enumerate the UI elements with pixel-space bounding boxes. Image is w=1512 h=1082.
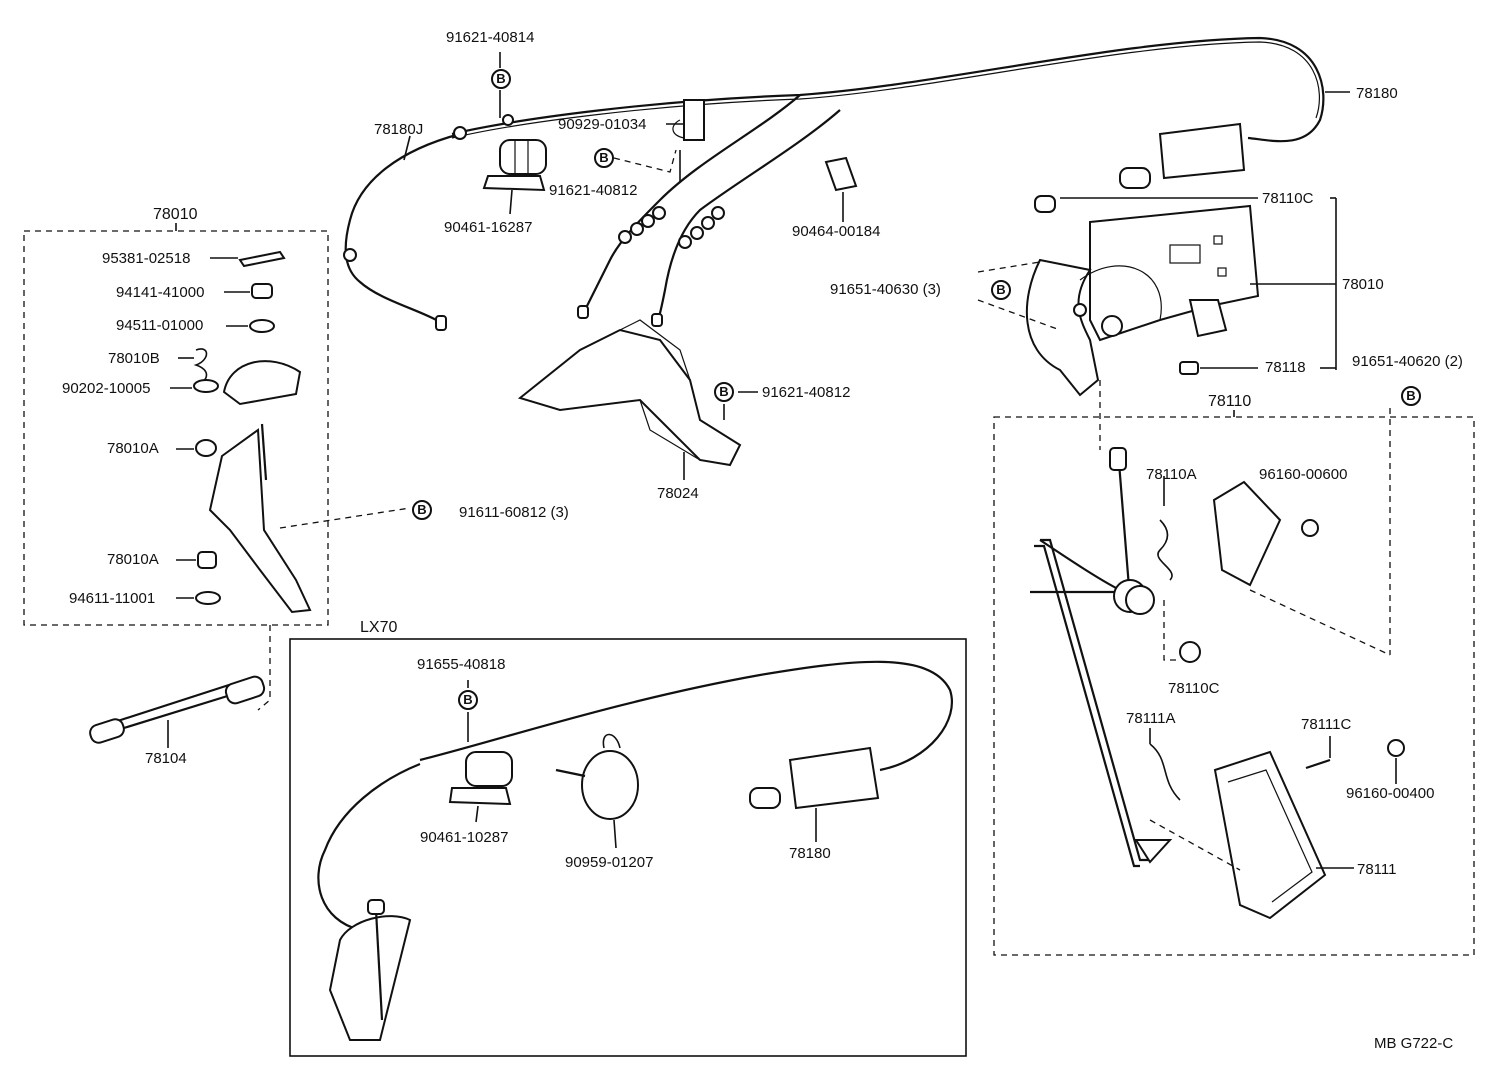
label-90202-10005: 90202-10005 <box>62 380 151 397</box>
label-78111: 78111 <box>1357 861 1397 878</box>
label-94611-11001: 94611-11001 <box>69 590 156 607</box>
spring-78111A <box>1149 743 1181 801</box>
label-90929-01034: 90929-01034 <box>558 116 647 133</box>
label-90464-00184: 90464-00184 <box>792 223 881 240</box>
group-title-78110: 78110 <box>1208 393 1252 410</box>
clamp-90461-10287 <box>448 751 513 806</box>
cable-fittings <box>343 114 725 262</box>
parts-78010-left <box>193 250 312 614</box>
cable-78180J <box>344 132 461 323</box>
band-clamp-90959-01207 <box>555 733 639 820</box>
label-78010B: 78010B <box>108 350 160 367</box>
label-90461-16287: 90461-16287 <box>444 219 533 236</box>
label-90461-10287: 90461-10287 <box>420 829 509 846</box>
group-box-lx70 <box>289 638 967 1057</box>
bolt-symbol: B <box>458 690 478 710</box>
bolt-symbol: B <box>491 69 511 89</box>
label-91611-60812: 91611-60812 (3) <box>459 504 569 521</box>
label-78180-top: 78180 <box>1356 85 1398 102</box>
label-95381-02518: 95381-02518 <box>102 250 191 267</box>
label-78010A-1: 78010A <box>107 440 159 457</box>
label-78010-right: 78010 <box>1342 276 1384 293</box>
spring-78110A <box>1157 519 1173 581</box>
bolt-symbol: B <box>594 148 614 168</box>
group-box-78110 <box>993 416 1475 956</box>
clamp-90461-16287 <box>482 139 547 192</box>
label-91651-40630: 91651-40630 (3) <box>830 281 941 298</box>
label-96160-00400: 96160-00400 <box>1346 785 1435 802</box>
bolt-symbol: B <box>991 280 1011 300</box>
group-box-78010 <box>23 230 329 626</box>
group-title-lx70: LX70 <box>360 619 398 636</box>
label-78110A: 78110A <box>1146 466 1197 483</box>
label-78118: 78118 <box>1265 359 1306 376</box>
pin-78111C <box>1305 758 1331 770</box>
label-91651-40620: 91651-40620 (2) <box>1352 353 1463 370</box>
label-78110C-bottom: 78110C <box>1168 680 1220 697</box>
pedal-bracket-78010 <box>1025 195 1260 397</box>
label-78111C: 78111C <box>1301 716 1352 733</box>
label-91621-40812-top: 91621-40812 <box>549 182 638 199</box>
cable-78180-upper <box>451 36 1325 143</box>
bracket-78024 <box>517 319 742 467</box>
clip-90464-00184 <box>824 156 858 192</box>
label-90959-01207: 90959-01207 <box>565 854 654 871</box>
pedal-arm-78110 <box>1030 447 1173 868</box>
bolt-symbol: B <box>714 382 734 402</box>
clip-90929-01034 <box>672 99 705 141</box>
label-78180-bottom: 78180 <box>789 845 831 862</box>
cable-end-78180-lx70 <box>749 746 880 810</box>
label-91621-40812-mid: 91621-40812 <box>762 384 851 401</box>
label-94141-41000: 94141-41000 <box>116 284 205 301</box>
bracket-lx70 <box>328 899 412 1041</box>
label-78180J: 78180J <box>374 121 424 138</box>
label-94511-01000: 94511-01000 <box>116 317 204 334</box>
label-78110C-top: 78110C <box>1262 190 1314 207</box>
label-91621-40814: 91621-40814 <box>446 29 535 46</box>
cable-78180-lx70 <box>419 660 953 772</box>
diagram-code: MB G722-C <box>1374 1035 1454 1052</box>
pedal-pad-78111 <box>1213 750 1327 920</box>
label-78010A-2: 78010A <box>107 551 159 568</box>
cable-end-78180-upper <box>1119 122 1246 189</box>
label-78104: 78104 <box>145 750 187 767</box>
plate-96160-00600 <box>1212 480 1282 587</box>
label-78024: 78024 <box>657 485 699 502</box>
label-78111A: 78111A <box>1126 710 1176 727</box>
label-96160-00600: 96160-00600 <box>1259 466 1348 483</box>
bolt-symbol: B <box>412 500 432 520</box>
label-91655-40818: 91655-40818 <box>417 656 506 673</box>
group-title-78010: 78010 <box>153 206 198 223</box>
bolt-symbol: B <box>1401 386 1421 406</box>
link-rod-78104 <box>89 675 266 744</box>
